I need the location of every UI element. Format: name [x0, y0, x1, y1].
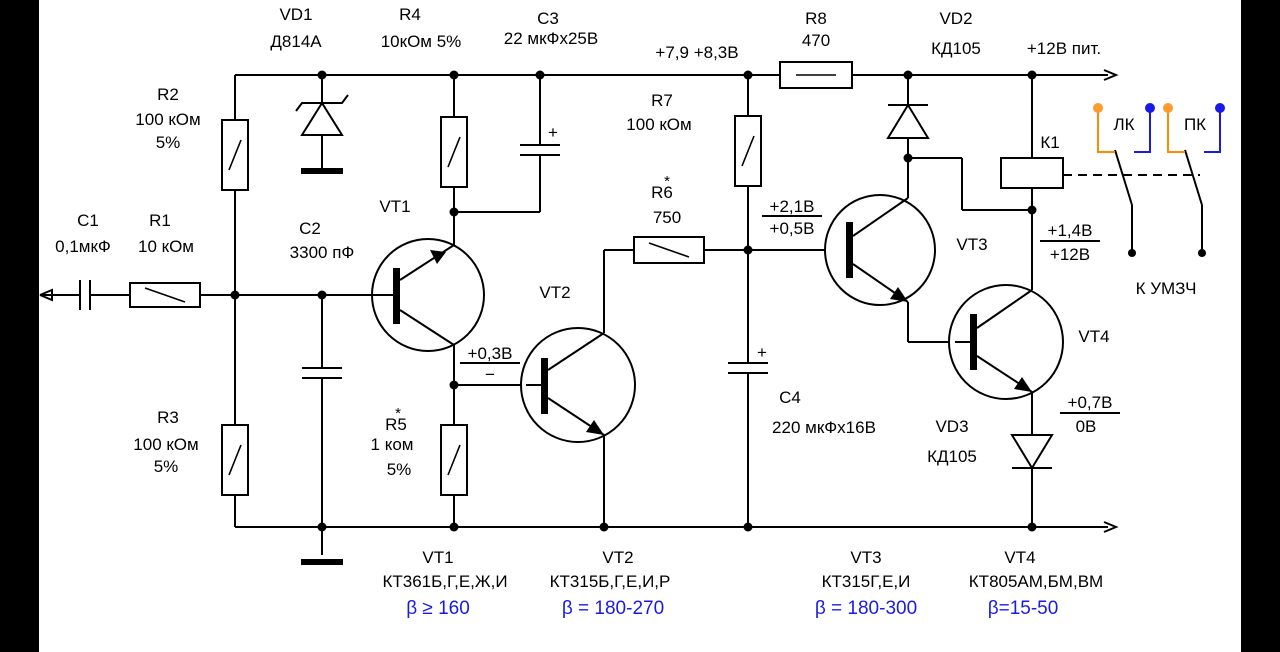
c1-value: 0,1мкФ: [55, 237, 111, 256]
vt2-voltage-minus: −: [485, 365, 495, 384]
c4-value: 220 мкФх16В: [772, 418, 876, 437]
c3-plus: +: [548, 123, 558, 142]
r8-value: 470: [802, 31, 830, 50]
input-network: [39, 280, 372, 310]
vt4-voltage-bottom: +12В: [1050, 245, 1090, 264]
r2-tolerance: 5%: [156, 133, 181, 152]
legend-vt2-type: КТ315Б,Г,Е,И,Р: [550, 572, 671, 591]
vd1-zener: [295, 75, 349, 174]
supply-label: +12В пит.: [1027, 39, 1101, 58]
bias-divider: [221, 75, 249, 527]
r7-c4: [728, 75, 768, 527]
vt4-voltage-top: +1,4В: [1048, 221, 1093, 240]
transistor-legend: VT1 КТ361Б,Г,Е,Ж,И β ≥ 160 VT2 КТ315Б,Г,…: [382, 548, 1103, 619]
r2-value: 100 кОм: [135, 110, 200, 129]
r6-star: *: [664, 173, 670, 190]
r4-value: 10кОм 5%: [381, 32, 462, 51]
c2-capacitor: [301, 295, 343, 565]
legend-vt3-name: VT3: [850, 548, 881, 567]
relay-k1: [1000, 75, 1225, 290]
r8-label: R8: [805, 9, 827, 28]
r1-value: 10 кОм: [138, 237, 194, 256]
lk-label: ЛК: [1113, 115, 1134, 134]
vt1-transistor: [371, 238, 526, 425]
r3-label: R3: [157, 408, 179, 427]
r2-label: R2: [157, 85, 179, 104]
vd3-diode: [1010, 392, 1054, 527]
r1-label: R1: [149, 211, 171, 230]
legend-vt4-type: КТ805АМ,БМ,ВМ: [969, 572, 1103, 591]
r4-label: R4: [399, 5, 421, 24]
k1-label: К1: [1040, 133, 1059, 152]
c2-label: С2: [299, 219, 321, 238]
component-labels: VD1 Д814А R4 10кОм 5% С3 22 мкФх25В +7,9…: [55, 5, 1206, 479]
legend-vt4-name: VT4: [1004, 548, 1035, 567]
relay-coil: [1000, 157, 1064, 189]
c4-plus: +: [757, 343, 767, 362]
r7-value: 100 кОм: [626, 115, 691, 134]
vd2-diode: [886, 75, 1032, 211]
c1-label: С1: [77, 211, 99, 230]
legend-vt1-type: КТ361Б,Г,Е,Ж,И: [382, 572, 507, 591]
c4-label: С4: [779, 388, 801, 407]
vt4-label: VT4: [1078, 327, 1109, 346]
r5-value: 1 ком: [371, 435, 414, 454]
vd1-type: Д814А: [270, 32, 322, 51]
vd3-type: КД105: [927, 447, 977, 466]
legend-vt1-name: VT1: [422, 548, 453, 567]
r5-star: *: [395, 405, 401, 422]
vt3-transistor: [824, 194, 970, 343]
legend-vt3-type: КТ315Г,Е,И: [822, 572, 911, 591]
c2-value: 3300 пФ: [290, 243, 355, 262]
vd2-type: КД105: [931, 39, 981, 58]
r5-resistor-group: [440, 424, 468, 527]
vt4-transistor: [948, 284, 1064, 400]
vt3-label: VT3: [956, 235, 987, 254]
to-amp-label: К УМЗЧ: [1136, 279, 1197, 298]
vt3-voltage-bottom: +0,5В: [770, 219, 815, 238]
c3-value: 22 мкФх25В: [504, 29, 598, 48]
r6-label: R6: [651, 183, 673, 202]
legend-vt2-beta: β = 180-270: [562, 598, 664, 619]
r8-resistor-group: [779, 61, 853, 89]
rail-voltage: +7,9 +8,3В: [655, 43, 738, 62]
voltage-markers: [460, 215, 1120, 414]
legend-vt3-beta: β = 180-300: [815, 598, 917, 619]
vt1-label: VT1: [379, 197, 410, 216]
legend-vt4-beta: β=15-50: [988, 598, 1059, 619]
vd2-label: VD2: [939, 9, 972, 28]
vd3-voltage-bottom: 0В: [1076, 417, 1097, 436]
vd1-label: VD1: [279, 5, 312, 24]
r3-value: 100 кОм: [133, 435, 198, 454]
r5-label: R5: [385, 415, 407, 434]
vt3-voltage-top: +2,1В: [770, 197, 815, 216]
r5-tolerance: 5%: [387, 460, 412, 479]
legend-vt1-beta: β ≥ 160: [406, 598, 470, 619]
r6-resistor-group: [633, 236, 828, 264]
c3-label: С3: [537, 9, 559, 28]
pk-label: ПК: [1184, 115, 1206, 134]
vt2-voltage: +0,3В: [468, 344, 513, 363]
legend-vt2-name: VT2: [602, 548, 633, 567]
r6-value: 750: [653, 208, 681, 227]
r7-label: R7: [651, 91, 673, 110]
vd3-label: VD3: [935, 417, 968, 436]
vt2-label: VT2: [539, 283, 570, 302]
vd3-voltage-top: +0,7В: [1068, 393, 1113, 412]
junction-dots: [230, 70, 1037, 532]
r3-tolerance: 5%: [154, 457, 179, 476]
vt2-transistor: [520, 249, 636, 527]
